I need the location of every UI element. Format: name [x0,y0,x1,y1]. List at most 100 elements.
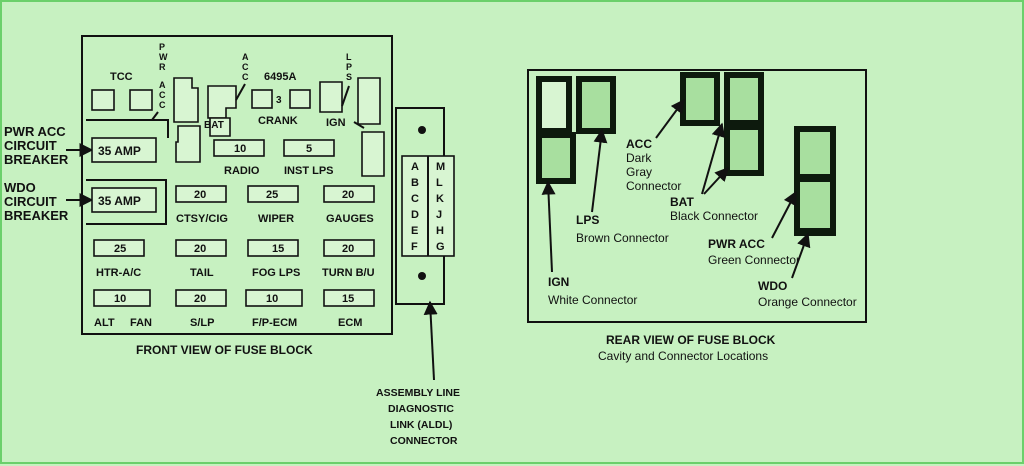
lps-l: L [346,52,352,62]
acc-connector-cavity-2 [724,72,764,126]
relay-socket [91,89,115,111]
crank-socket [251,89,273,109]
fuse-htr-ac: 25 HTR-A/C [93,239,145,279]
pwr-acc-cb-amp: 35 AMP [98,144,141,158]
lps-line2: Brown Connector [576,231,669,245]
pwr-acc-cb-line1: PWR ACC [4,124,66,139]
acc-line4: Connector [626,179,681,193]
bat-label-front: BAT [204,120,224,131]
fuse-label: TAIL [190,267,214,279]
pin-k: K [436,193,444,205]
pin-d: D [411,209,419,221]
wdo-cb-amp: 35 AMP [98,194,141,208]
fuse-label: TURN B/U [322,267,375,279]
fuse-value: 20 [194,189,206,201]
rear-view-subtitle: Cavity and Connector Locations [598,349,768,363]
acc-label: ACC Dark Gray Connector [626,137,681,193]
lps-label: LPS Brown Connector [576,213,669,245]
acc-arrow [655,98,685,139]
socket-outline [86,119,169,138]
bat-line2: Black Connector [670,209,758,223]
pwr-acc-line1: PWR ACC [708,237,765,251]
relay-socket [173,77,199,123]
fuse-gauges: 20 GAUGES [323,185,375,225]
wdo-cb-line3: BREAKER [4,208,69,223]
fuse-ctsy-cig: 20 CTSY/CIG [175,185,228,225]
pwr-acc-cb-line2: CIRCUIT [4,138,57,153]
pwr-acc-cb-line3: BREAKER [4,152,69,167]
pwr-v-w: W [159,52,168,62]
relay-socket [319,81,343,113]
fuse-fp-ecm: 10 F/P-ECM [245,289,303,329]
rear-view-title: REAR VIEW OF FUSE BLOCK [606,333,776,347]
pwr-acc-label: PWR ACC Green Connector [708,237,800,267]
acc-connector-cavity [680,72,720,126]
acc-v-a: A [159,80,166,90]
fuse-radio: 10 RADIO [213,139,265,177]
fuse-value: 15 [342,293,354,305]
bat-arrow-2 [703,166,729,195]
acc-mid-c1: C [242,62,249,72]
pin-c: C [411,193,419,205]
lps-arrow [591,128,608,213]
fuse-value: 20 [194,243,206,255]
wdo-line1: WDO [758,279,787,293]
fuse-value: 20 [342,243,354,255]
pwr-acc-arrow [771,190,797,239]
relay-socket [129,89,153,111]
relay-socket [175,125,201,163]
aldl-line1: ASSEMBLY LINE [376,387,460,399]
acc-mid-pointer [235,83,246,101]
acc-line3: Gray [626,165,652,179]
pwr-acc-connector-cavity [794,126,836,236]
fuse-value: 5 [306,143,312,155]
wdo-cb-line2: CIRCUIT [4,194,57,209]
fuse-label: FOG LPS [252,267,300,279]
lps-pointer [341,85,350,107]
wdo-arrow [791,232,811,279]
fuse-turn-bu: 20 TURN B/U [322,239,375,279]
ign-label-front: IGN [326,117,346,129]
bat-label: BAT Black Connector [670,195,758,223]
aldl-arrow [423,300,438,381]
pin-e: E [411,225,418,237]
three-label: 3 [276,95,282,106]
fuse-label: GAUGES [326,213,374,225]
wdo-label: WDO Orange Connector [758,279,857,309]
aldl-mount-hole [418,272,426,280]
fuse-value: 15 [272,243,284,255]
relay-socket [207,85,237,119]
pin-g: G [436,241,445,253]
fuse-label: HTR-A/C [96,267,141,279]
lps-connector-cavity [576,76,616,134]
pin-j: J [436,209,442,221]
aldl-mount-hole [418,126,426,134]
ign-arrow [541,180,556,273]
lps-line1: LPS [576,213,599,227]
fuse-label: WIPER [258,213,294,225]
aldl-label: ASSEMBLY LINE DIAGNOSTIC LINK (ALDL) CON… [376,387,460,447]
relay-socket [209,117,231,137]
pin-l: L [436,177,443,189]
pin-m: M [436,161,445,173]
ign-connector-cavity [536,76,572,134]
pwr-v-r: R [159,62,166,72]
fuse-fog-lps: 15 FOG LPS [247,239,300,279]
aldl-line2: DIAGNOSTIC [388,403,454,415]
ign-line1: IGN [548,275,569,289]
acc-v-c1: C [159,90,166,100]
bat-line1: BAT [670,195,694,209]
ign-lower-cavity [536,132,576,184]
fuse-label: ALT [94,317,115,329]
fuse-value: 25 [266,189,278,201]
pin-h: H [436,225,444,237]
ign-label: IGN White Connector [548,275,637,307]
lps-p: P [346,62,352,72]
aldl-line4: CONNECTOR [390,435,458,447]
acc-v-c2: C [159,100,166,110]
relay-socket [361,131,385,177]
fuse-label: S/LP [190,317,214,329]
crank-label: CRANK [258,115,298,127]
acc-mid-a: A [242,52,249,62]
